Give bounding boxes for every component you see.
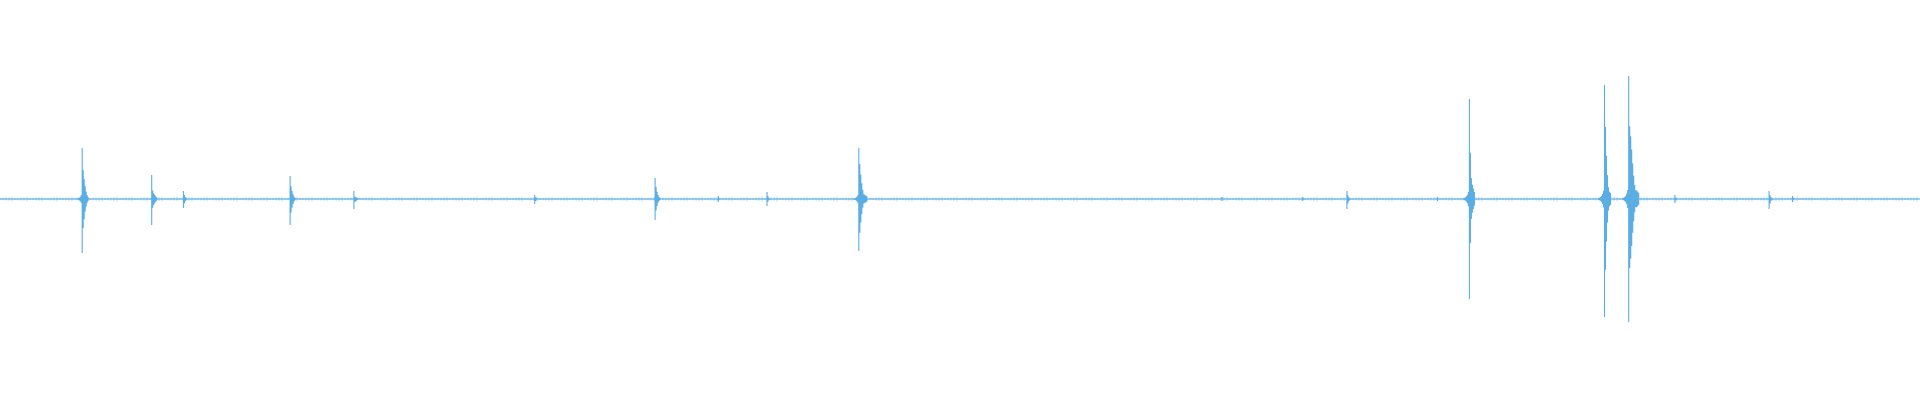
waveform-peak xyxy=(182,191,187,208)
waveform-peak xyxy=(1622,76,1640,322)
waveform-peak xyxy=(353,191,359,209)
waveform-noise xyxy=(0,196,1918,202)
waveform-peak xyxy=(717,196,720,202)
waveform-peak xyxy=(852,148,868,251)
waveform-peak xyxy=(654,178,661,220)
waveform-peak xyxy=(151,175,158,225)
waveform-peak xyxy=(1597,85,1612,317)
waveform-peak xyxy=(1674,195,1677,203)
waveform-peak xyxy=(1302,197,1305,201)
waveform-peaks xyxy=(0,76,1918,322)
waveform-peak xyxy=(75,148,89,253)
waveform-peak xyxy=(1791,196,1795,202)
waveform-peak xyxy=(534,195,538,204)
waveform-peak xyxy=(1346,191,1351,209)
waveform-peak xyxy=(766,192,770,206)
waveform-peak xyxy=(1768,191,1773,209)
waveform-peak xyxy=(289,176,296,225)
waveform-peak xyxy=(1462,99,1475,299)
